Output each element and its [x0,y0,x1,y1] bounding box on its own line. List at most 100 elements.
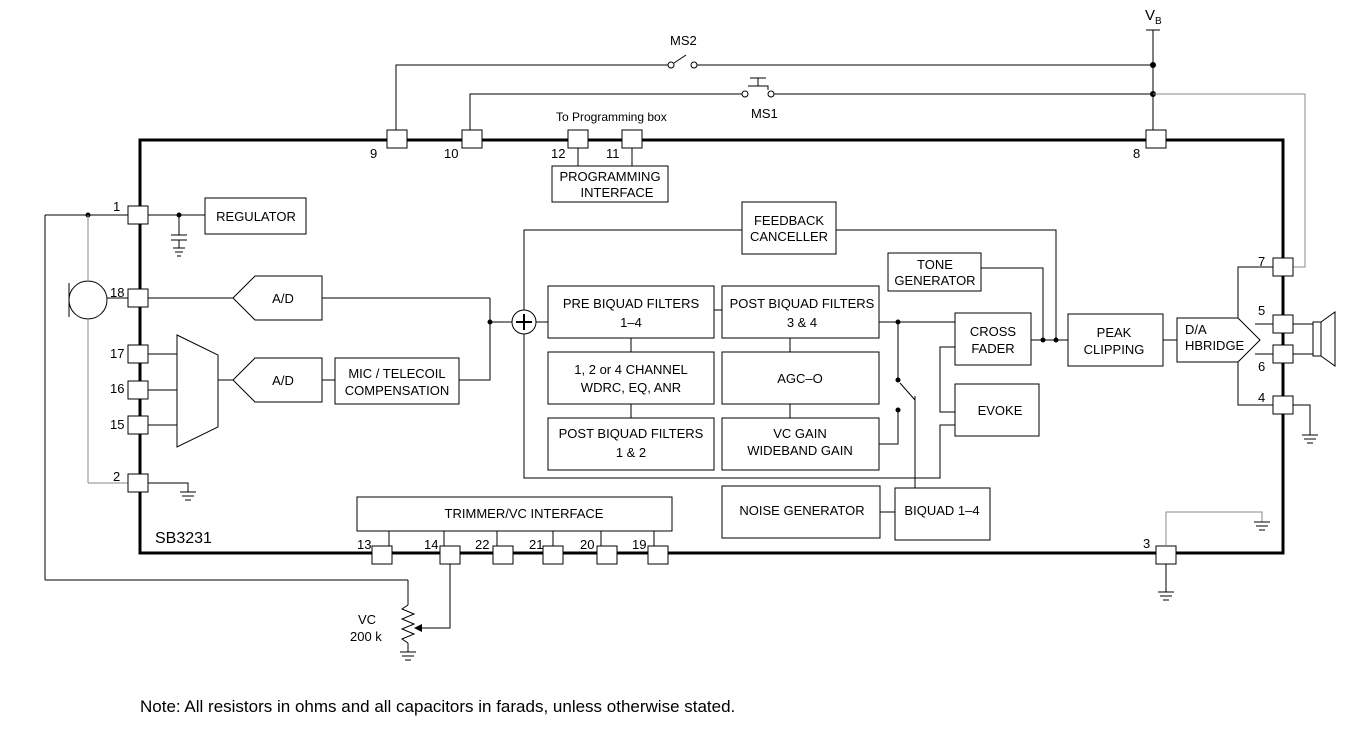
pin-5 [1272,314,1294,334]
svg-text:PRE BIQUAD FILTERS: PRE BIQUAD FILTERS [563,296,700,311]
svg-text:GENERATOR: GENERATOR [894,273,975,288]
ms2-label: MS2 [670,33,697,48]
svg-text:8: 8 [1133,146,1140,161]
path-selector-switch [899,382,916,401]
svg-text:D/A: D/A [1185,322,1207,337]
input-multiplexer [176,334,219,448]
svg-text:FADER: FADER [971,341,1014,356]
pin-19 [647,545,669,565]
chip-name: SB3231 [155,530,212,547]
pin-11 [621,129,643,149]
svg-text:19: 19 [632,537,646,552]
biquad-14-block [894,487,991,541]
svg-text:16: 16 [110,381,124,396]
svg-text:11: 11 [606,146,620,161]
evoke-block [954,383,1040,437]
pin-2 [127,473,149,493]
svg-text:WIDEBAND GAIN: WIDEBAND GAIN [747,443,852,458]
pin-16 [127,380,149,400]
svg-text:CLIPPING: CLIPPING [1084,342,1145,357]
speaker-icon [1312,321,1322,357]
svg-text:7: 7 [1258,254,1265,269]
vc-value: 200 k [350,629,382,644]
svg-text:FEEDBACK: FEEDBACK [754,213,824,228]
pin-9 [386,129,408,149]
svg-text:MIC / TELECOIL: MIC / TELECOIL [348,366,445,381]
da-hbridge-block [1176,317,1261,363]
pin-4 [1272,395,1294,415]
svg-text:1, 2 or 4 CHANNEL: 1, 2 or 4 CHANNEL [574,362,687,377]
svg-text:3 & 4: 3 & 4 [787,315,817,330]
svg-text:POST BIQUAD FILTERS: POST BIQUAD FILTERS [730,296,875,311]
svg-text:PEAK: PEAK [1097,325,1132,340]
svg-text:5: 5 [1258,303,1265,318]
svg-text:EVOKE: EVOKE [978,403,1023,418]
svg-text:TONE: TONE [917,257,953,272]
footnote: Note: All resistors in ohms and all capa… [140,697,735,716]
svg-text:10: 10 [444,146,458,161]
svg-text:17: 17 [110,346,124,361]
feedback-canceller-block [741,201,837,255]
svg-text:18: 18 [110,285,124,300]
regulator-block [204,197,307,235]
ms1-label: MS1 [751,106,778,121]
svg-text:CANCELLER: CANCELLER [750,229,828,244]
svg-text:TRIMMER/VC INTERFACE: TRIMMER/VC INTERFACE [445,506,604,521]
svg-text:1–4: 1–4 [620,315,642,330]
pin-10 [461,129,483,149]
pin-7 [1272,257,1294,277]
vc-gain-wideband-block [721,417,880,471]
svg-text:13: 13 [357,537,371,552]
pin-12 [567,129,589,149]
svg-text:21: 21 [529,537,543,552]
svg-text:A/D: A/D [272,373,294,388]
vc-label: VC [358,612,376,627]
supply-label: V [1145,7,1155,24]
svg-text:12: 12 [551,146,565,161]
agc-o-block [721,351,880,405]
svg-text:AGC–O: AGC–O [777,371,823,386]
svg-text:COMPENSATION: COMPENSATION [345,383,450,398]
svg-text:HBRIDGE: HBRIDGE [1185,338,1245,353]
svg-text:9: 9 [370,146,377,161]
pin-3 [1155,545,1177,565]
programming-box-label: To Programming box [556,110,667,124]
svg-text:22: 22 [475,537,489,552]
post-biquad-filters-34-block [721,285,880,339]
bottom-pins: 13 14 22 21 20 19 [357,531,669,565]
programming-interface-block [551,165,669,203]
pin-8 [1145,129,1167,149]
svg-text:INTERFACE: INTERFACE [581,185,654,200]
svg-text:15: 15 [110,417,124,432]
noise-generator-block [721,485,881,539]
svg-text:VC GAIN: VC GAIN [773,426,826,441]
supply-subscript: B [1155,16,1162,27]
ms1-switch [748,85,769,90]
svg-text:CROSS: CROSS [970,324,1017,339]
pin-13 [371,545,393,565]
pin-17 [127,344,149,364]
svg-text:NOISE GENERATOR: NOISE GENERATOR [739,503,864,518]
pin-6 [1272,344,1294,364]
svg-text:14: 14 [424,537,438,552]
pin-1 [127,205,149,225]
peak-clipping-block [1067,313,1164,367]
cross-fader-block [954,312,1032,366]
svg-text:A/D: A/D [272,291,294,306]
ms2-switch [673,54,687,64]
svg-text:4: 4 [1258,390,1265,405]
post-biquad-filters-12-block [547,417,715,471]
pin-15 [127,415,149,435]
vc-potentiometer [400,604,416,644]
mic-telecoil-compensation-block [334,357,460,405]
pin-21 [542,545,564,565]
svg-text:WDRC, EQ, ANR: WDRC, EQ, ANR [581,380,681,395]
tone-generator-block [887,252,982,292]
pin-18 [127,288,149,308]
svg-text:3: 3 [1143,536,1150,551]
svg-text:POST BIQUAD FILTERS: POST BIQUAD FILTERS [559,426,704,441]
pre-biquad-filters-block [547,285,715,339]
svg-text:1 & 2: 1 & 2 [616,445,646,460]
svg-text:6: 6 [1258,359,1265,374]
pin-14 [439,545,461,565]
